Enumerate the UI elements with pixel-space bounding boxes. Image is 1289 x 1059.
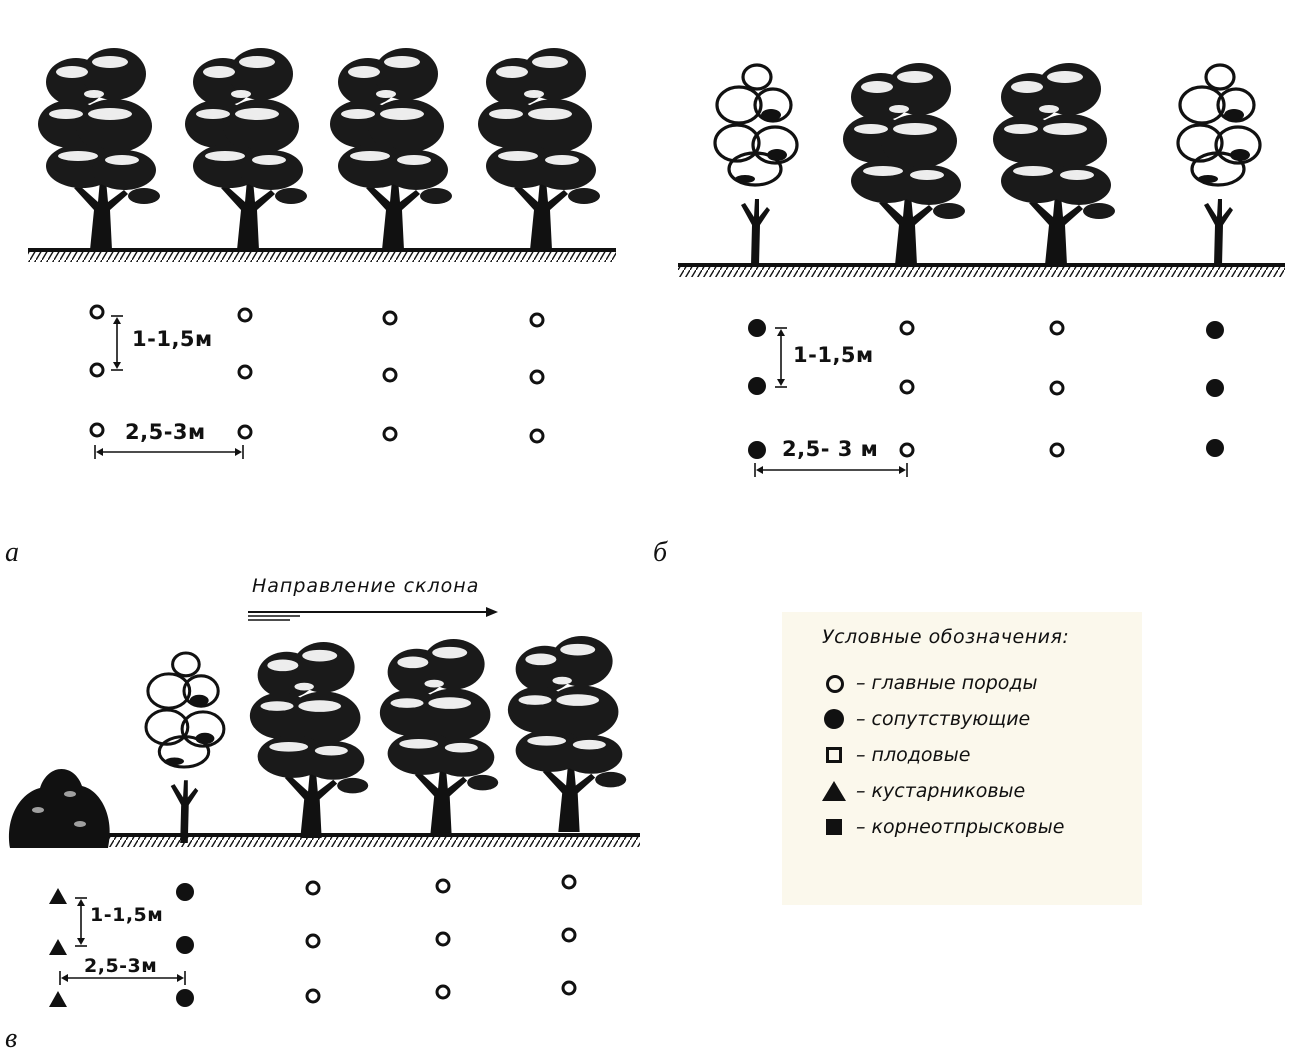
main-species-marker bbox=[529, 312, 545, 328]
legend-item-label: – плодовые bbox=[856, 744, 971, 766]
shrub bbox=[9, 768, 110, 848]
ground-hatch bbox=[12, 837, 640, 847]
panel-b-vertical-spacing-label: 1-1,5м bbox=[793, 343, 874, 367]
accompanying-species-marker bbox=[1206, 379, 1224, 397]
ground-hatch bbox=[28, 252, 616, 262]
main-species-marker bbox=[1049, 380, 1065, 396]
main-species-marker bbox=[529, 428, 545, 444]
panel-v-horizontal-spacing-label: 2,5-3м bbox=[84, 955, 158, 977]
open-circle-icon bbox=[822, 671, 848, 695]
main-species-marker bbox=[382, 310, 398, 326]
open-square-icon bbox=[822, 743, 848, 767]
dimension-arrowhead bbox=[113, 317, 121, 324]
main-species-marker bbox=[305, 933, 321, 949]
main-species-marker bbox=[89, 304, 105, 320]
legend-item-label: – главные породы bbox=[856, 672, 1038, 694]
triangle-icon bbox=[822, 779, 848, 803]
main-species-marker bbox=[435, 931, 451, 947]
main-species-tree bbox=[330, 48, 452, 250]
main-species-tree bbox=[478, 48, 600, 250]
shrub-species-marker bbox=[49, 991, 67, 1007]
dimension-arrowhead bbox=[61, 974, 68, 982]
panel-b-label: б bbox=[653, 537, 668, 568]
main-species-marker bbox=[1049, 442, 1065, 458]
main-species-marker bbox=[237, 424, 253, 440]
main-species-marker bbox=[529, 369, 545, 385]
main-species-marker bbox=[899, 379, 915, 395]
accompanying-species-marker bbox=[176, 936, 194, 954]
accompanying-species-marker bbox=[1206, 321, 1224, 339]
main-species-marker bbox=[305, 880, 321, 896]
dimension-arrowhead bbox=[77, 938, 85, 945]
dimension-arrowhead bbox=[77, 899, 85, 906]
dimension-arrowhead bbox=[756, 466, 763, 474]
main-species-tree bbox=[249, 642, 369, 838]
main-species-marker bbox=[305, 988, 321, 1004]
main-species-marker bbox=[899, 320, 915, 336]
panel-a-drawing bbox=[28, 48, 616, 459]
legend-item-root-sucker-species: – корнеотпрысковые bbox=[822, 812, 1142, 842]
filled-circle-icon bbox=[822, 707, 848, 731]
legend-item-label: – корнеотпрысковые bbox=[856, 816, 1065, 838]
legend-item-label: – сопутствующие bbox=[856, 708, 1031, 730]
slope-direction-label: Направление склона bbox=[252, 575, 480, 597]
main-species-marker bbox=[561, 980, 577, 996]
panel-b-drawing bbox=[678, 63, 1285, 477]
main-species-tree bbox=[185, 48, 307, 250]
dimension-arrowhead bbox=[177, 974, 184, 982]
dimension-arrowhead bbox=[777, 379, 785, 386]
main-species-tree bbox=[993, 63, 1115, 265]
main-species-tree bbox=[38, 48, 160, 250]
main-species-marker bbox=[382, 426, 398, 442]
slope-arrowhead bbox=[486, 607, 498, 617]
accompanying-species-tree bbox=[144, 651, 226, 845]
panel-a-horizontal-spacing-label: 2,5-3м bbox=[125, 420, 206, 444]
panel-b-horizontal-spacing-label: 2,5- 3 м bbox=[782, 437, 879, 461]
dimension-arrowhead bbox=[113, 362, 121, 369]
main-species-marker bbox=[89, 422, 105, 438]
dimension-arrowhead bbox=[235, 448, 242, 456]
filled-square-icon bbox=[822, 815, 848, 839]
shrub-species-marker bbox=[49, 888, 67, 904]
accompanying-species-tree bbox=[1176, 63, 1262, 267]
panel-v-vertical-spacing-label: 1-1,5м bbox=[90, 904, 164, 926]
dimension-arrowhead bbox=[899, 466, 906, 474]
panel-a-label: а bbox=[5, 537, 19, 568]
main-species-marker bbox=[899, 442, 915, 458]
main-species-marker bbox=[561, 874, 577, 890]
legend-item-main-species: – главные породы bbox=[822, 668, 1142, 698]
legend-item-fruit-species: – плодовые bbox=[822, 740, 1142, 770]
panel-v-drawing bbox=[9, 607, 640, 1007]
main-species-tree bbox=[843, 63, 965, 265]
dimension-arrowhead bbox=[96, 448, 103, 456]
panel-a-vertical-spacing-label: 1-1,5м bbox=[132, 327, 213, 351]
legend-item-shrub-species: – кустарниковые bbox=[822, 776, 1142, 806]
accompanying-species-marker bbox=[748, 319, 766, 337]
accompanying-species-marker bbox=[748, 441, 766, 459]
ground-hatch bbox=[678, 267, 1285, 277]
main-species-marker bbox=[89, 362, 105, 378]
panel-v-label: в bbox=[5, 1023, 18, 1054]
main-species-marker bbox=[561, 927, 577, 943]
accompanying-species-marker bbox=[176, 989, 194, 1007]
main-species-marker bbox=[382, 367, 398, 383]
main-species-marker bbox=[435, 984, 451, 1000]
accompanying-species-marker bbox=[748, 377, 766, 395]
accompanying-species-marker bbox=[1206, 439, 1224, 457]
main-species-tree bbox=[507, 636, 627, 832]
accompanying-species-tree bbox=[713, 63, 799, 267]
main-species-marker bbox=[435, 878, 451, 894]
main-species-tree bbox=[379, 639, 499, 835]
legend: Условные обозначения: – главные породы –… bbox=[782, 612, 1142, 905]
main-species-marker bbox=[1049, 320, 1065, 336]
main-species-marker bbox=[237, 364, 253, 380]
legend-title: Условные обозначения: bbox=[822, 626, 1070, 648]
shrub-species-marker bbox=[49, 939, 67, 955]
legend-item-label: – кустарниковые bbox=[856, 780, 1026, 802]
legend-item-accompanying-species: – сопутствующие bbox=[822, 704, 1142, 734]
accompanying-species-marker bbox=[176, 883, 194, 901]
dimension-arrowhead bbox=[777, 329, 785, 336]
main-species-marker bbox=[237, 307, 253, 323]
